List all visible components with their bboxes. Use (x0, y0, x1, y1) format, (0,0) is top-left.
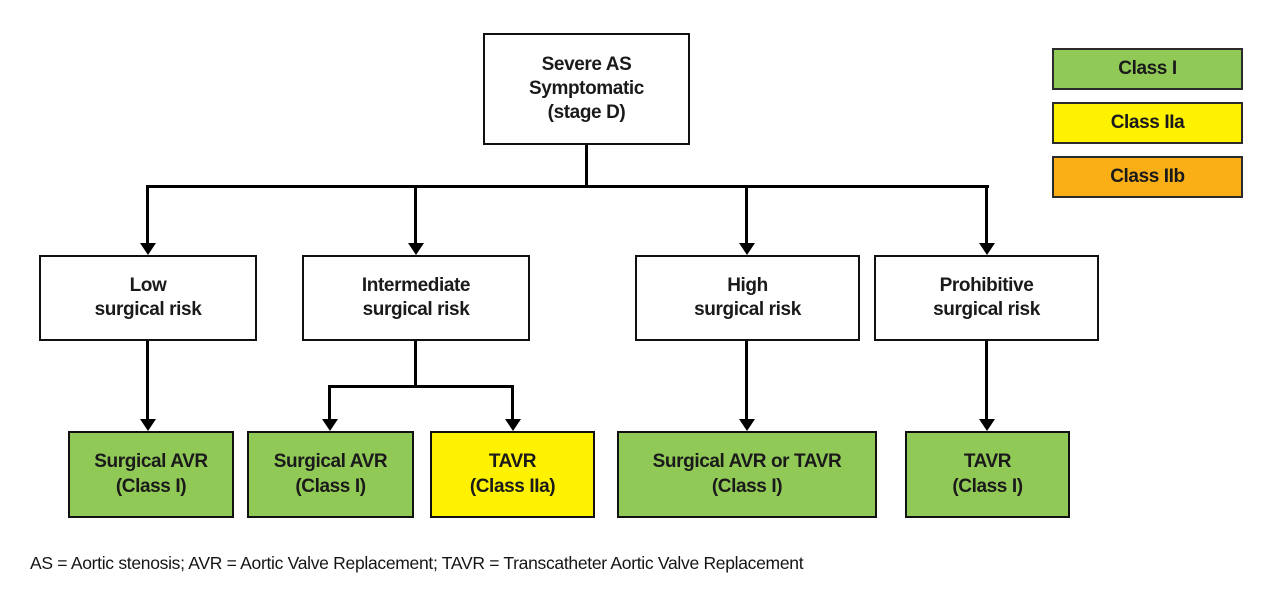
node-low-surgical-risk: Low surgical risk (39, 255, 257, 341)
node-surgical-avr-low: Surgical AVR (Class I) (68, 431, 234, 518)
arrowhead-tavr-prohibitive (979, 419, 995, 431)
arrowhead-high (739, 243, 755, 255)
node-high-surgical-risk: High surgical risk (635, 255, 860, 341)
connector-drop-intermediate (414, 185, 417, 245)
connector-prohibitive-to-tavr (985, 341, 988, 421)
legend-item-class-i: Class I (1052, 48, 1243, 90)
connector-top-bus (147, 185, 989, 188)
connector-drop-high (745, 185, 748, 245)
connector-drop-low (146, 185, 149, 245)
node-tavr-intermediate: TAVR (Class IIa) (430, 431, 595, 518)
node-prohibitive-surgical-risk: Prohibitive surgical risk (874, 255, 1099, 341)
legend-item-class-iib: Class IIb (1052, 156, 1243, 198)
connector-drop-prohibitive (985, 185, 988, 245)
arrowhead-low (140, 243, 156, 255)
arrowhead-savr-or-tavr-high (739, 419, 755, 431)
arrowhead-tavr-intermediate (505, 419, 521, 431)
node-intermediate-surgical-risk: Intermediate surgical risk (302, 255, 530, 341)
connector-intermediate-to-tavr (511, 385, 514, 421)
abbreviations-note: AS = Aortic stenosis; AVR = Aortic Valve… (30, 553, 804, 573)
arrowhead-savr-low (140, 419, 156, 431)
connector-intermediate-to-savr (328, 385, 331, 421)
arrowhead-intermediate (408, 243, 424, 255)
connector-intermediate-stem (414, 341, 417, 388)
connector-high-to-savr-or-tavr (745, 341, 748, 421)
legend-item-class-iia: Class IIa (1052, 102, 1243, 144)
connector-root-stem (585, 145, 588, 188)
connector-low-to-savr (146, 341, 149, 421)
arrowhead-savr-intermediate (322, 419, 338, 431)
node-tavr-prohibitive: TAVR (Class I) (905, 431, 1070, 518)
node-surgical-avr-intermediate: Surgical AVR (Class I) (247, 431, 414, 518)
node-surgical-avr-or-tavr-high: Surgical AVR or TAVR (Class I) (617, 431, 877, 518)
connector-intermediate-bus (328, 385, 514, 388)
arrowhead-prohibitive (979, 243, 995, 255)
node-severe-as: Severe AS Symptomatic (stage D) (483, 33, 690, 145)
